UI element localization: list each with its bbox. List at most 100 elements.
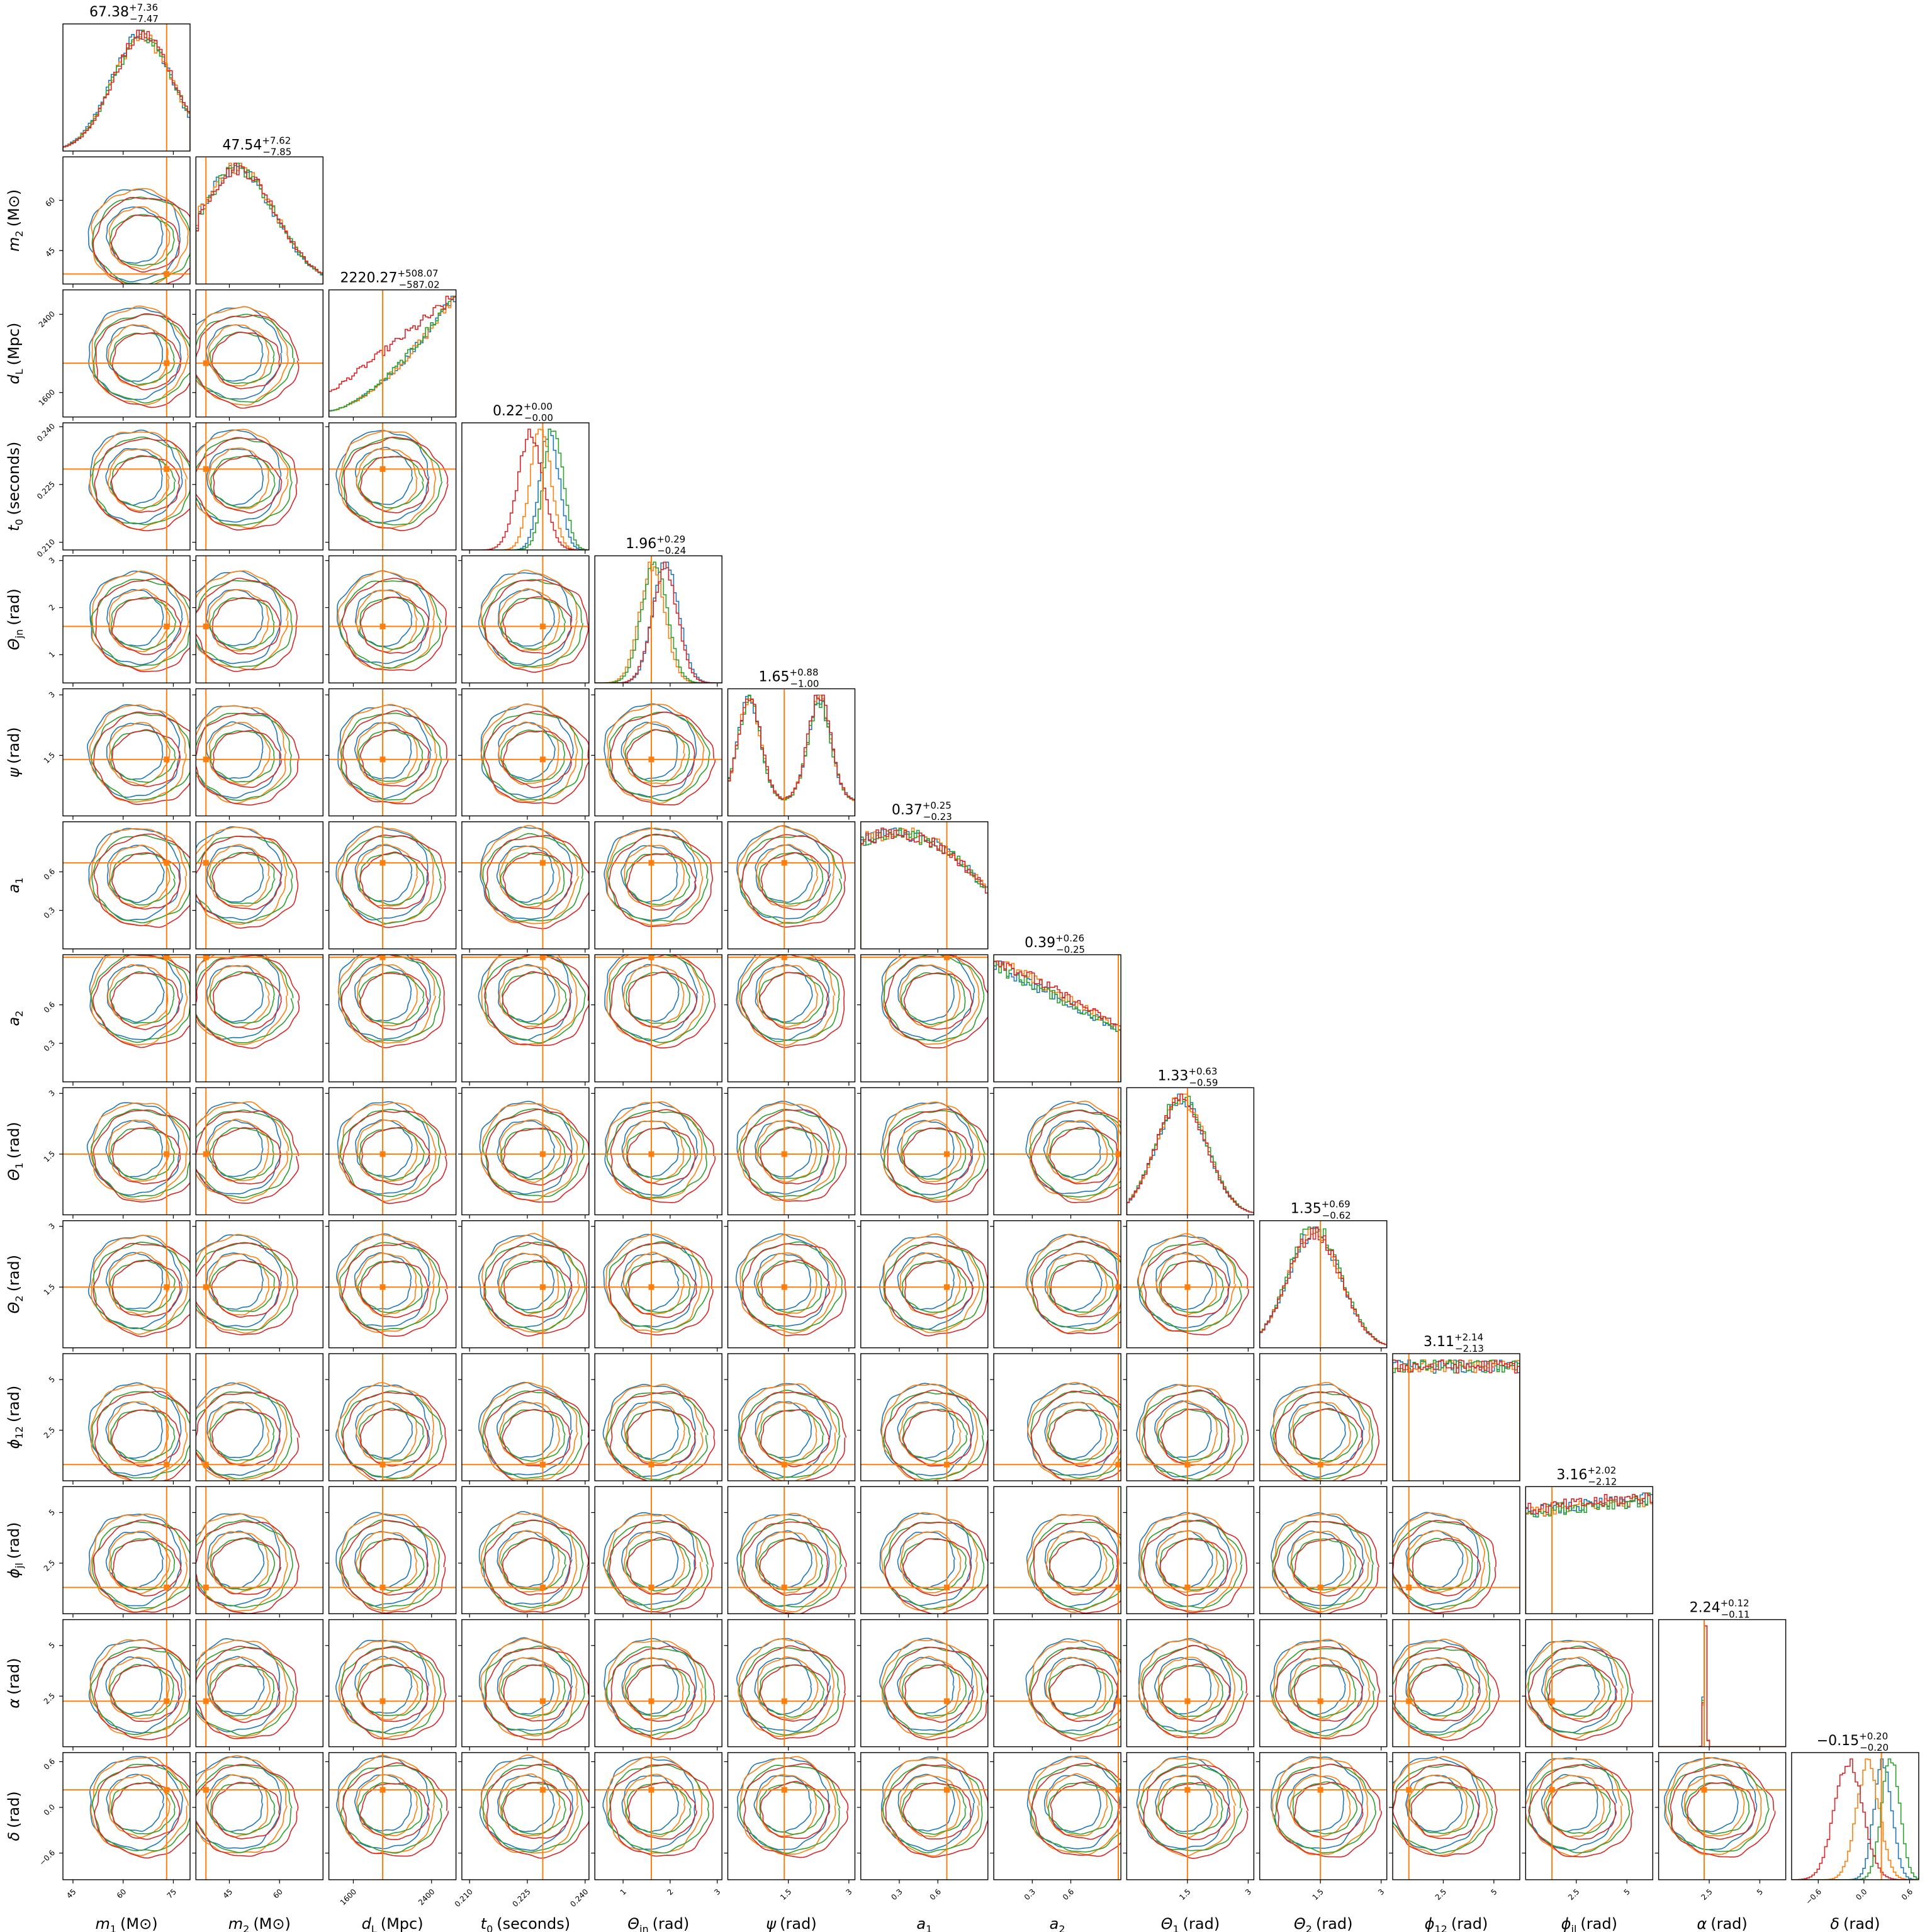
x-axis-label-a2: a2	[1050, 1915, 1065, 1932]
y-axis-label-thetajn: Θjn(rad)	[5, 588, 25, 650]
contour-panel-theta2-alpha	[1255, 1619, 1388, 1751]
y-tick-label: 5	[47, 1508, 57, 1517]
panel-frame	[727, 954, 856, 1082]
contour-series-3	[758, 851, 824, 905]
contour-panel-dL-psi	[325, 688, 457, 820]
panel-frame	[62, 156, 191, 285]
contour-series-1	[105, 1531, 164, 1590]
truth-marker	[648, 1698, 654, 1704]
marginal-title-psi: 1.65+0.88−1.00	[759, 667, 819, 690]
panel-frame	[62, 1220, 191, 1349]
contour-series-3	[1140, 1762, 1243, 1851]
truth-marker	[648, 756, 654, 763]
contour-series-3	[1141, 1520, 1243, 1609]
hist-series-4	[1393, 1359, 1520, 1481]
panel-frame	[328, 1752, 457, 1880]
panel-frame	[594, 1752, 722, 1880]
y-tick-label: 2	[47, 603, 57, 612]
contour-series-3	[1047, 1782, 1113, 1835]
contour-series-2	[1028, 1639, 1121, 1739]
contour-panel-a2-alpha	[990, 1619, 1121, 1751]
contour-series-2	[208, 1253, 270, 1316]
contour-series-1	[621, 721, 678, 780]
panel-frame	[1392, 1619, 1520, 1748]
panel-frame	[195, 1752, 323, 1880]
contour-panel-a1-a2	[856, 954, 989, 1086]
contour-panel-t0-a2	[458, 954, 590, 1086]
contour-series-2	[196, 429, 289, 529]
hist-series-4	[196, 162, 323, 284]
contour-series-2	[338, 1755, 435, 1855]
contour-series-4	[211, 851, 282, 910]
contour-series-1	[89, 570, 183, 666]
contour-series-2	[756, 1252, 817, 1315]
contour-panel-theta1-phijl	[1123, 1486, 1255, 1618]
panel-frame	[62, 1752, 191, 1880]
contour-series-2	[498, 1401, 560, 1464]
truth-marker	[164, 360, 170, 366]
contour-series-2	[1138, 1639, 1236, 1738]
contour-series-2	[339, 430, 437, 529]
y-tick-label: 1.5	[42, 1149, 57, 1164]
contour-panel-m2-a1	[192, 821, 323, 953]
contour-series-2	[498, 1773, 561, 1836]
truth-marker	[203, 1584, 209, 1590]
contour-series-1	[87, 1235, 183, 1330]
hist-panel-dL: 2220.27+508.07−587.02	[328, 268, 457, 421]
contour-series-1	[206, 845, 264, 903]
contour-series-3	[901, 1782, 967, 1835]
panel-frame	[62, 954, 191, 1082]
contour-series-1	[1136, 1756, 1230, 1850]
truth-marker	[781, 1151, 787, 1157]
contour-series-4	[902, 1782, 972, 1839]
contour-series-1	[354, 446, 413, 505]
contour-series-4	[902, 1538, 972, 1597]
contour-panel-a2-phi12	[990, 1353, 1121, 1485]
hist-series-3	[1393, 1359, 1520, 1481]
contour-series-4	[884, 1242, 988, 1337]
contour-series-4	[1394, 1646, 1500, 1741]
truth-marker	[539, 756, 546, 763]
panel-frame	[860, 954, 989, 1082]
truth-marker	[164, 1787, 170, 1793]
truth-marker	[944, 1787, 950, 1793]
contour-series-3	[625, 729, 690, 782]
contour-series-4	[361, 1126, 430, 1186]
contour-series-2	[1046, 1253, 1108, 1316]
contour-series-4	[196, 1110, 300, 1204]
panel-frame	[62, 821, 191, 950]
contour-series-1	[602, 1384, 696, 1478]
y-axis-label-t0: t0(seconds)	[5, 442, 25, 531]
x-tick-label: 0.210	[453, 1887, 475, 1909]
contour-panel-m1-theta2: 1.53	[42, 1220, 191, 1352]
contour-series-1	[196, 429, 282, 523]
truth-marker	[648, 1284, 654, 1290]
truth-marker	[781, 1461, 787, 1468]
x-tick-label: 1.5	[1311, 1887, 1325, 1902]
contour-series-1	[754, 1657, 812, 1716]
truth-marker	[164, 466, 170, 472]
panel-frame	[594, 1087, 722, 1216]
contour-panel-dL-theta2	[325, 1220, 457, 1352]
panel-frame	[860, 821, 989, 950]
contour-series-1	[1288, 1657, 1346, 1716]
contour-panel-dL-thetajn	[325, 555, 457, 687]
contour-series-2	[499, 845, 561, 908]
truth-marker	[539, 1584, 546, 1590]
contour-series-4	[1547, 1782, 1617, 1840]
contour-series-2	[1046, 1120, 1108, 1184]
contour-series-3	[740, 1519, 843, 1608]
contour-series-4	[1160, 1782, 1231, 1841]
truth-marker	[1317, 1461, 1323, 1468]
contour-panel-psi-theta2	[724, 1220, 856, 1352]
contour-series-3	[482, 1108, 585, 1198]
contour-series-1	[1154, 1657, 1212, 1715]
contour-series-4	[1276, 1763, 1382, 1858]
panel-frame	[727, 1220, 856, 1349]
contour-series-4	[484, 955, 589, 1047]
contour-panel-thetajn-alpha	[591, 1619, 722, 1751]
contour-series-1	[1393, 1640, 1481, 1733]
